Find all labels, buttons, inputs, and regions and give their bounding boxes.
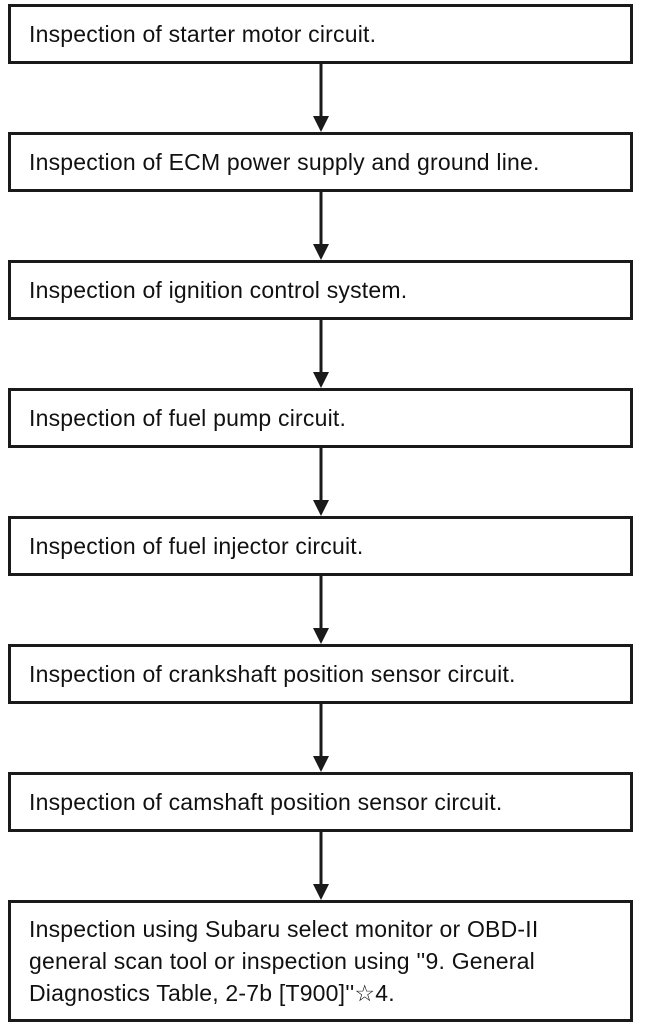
arrow-head-icon xyxy=(312,756,329,772)
arrow-head-icon xyxy=(312,244,329,260)
arrow-head-icon xyxy=(312,116,329,132)
down-arrow-connector xyxy=(8,832,633,900)
down-arrow-connector xyxy=(8,576,633,644)
arrow-line xyxy=(319,704,322,758)
flowchart-step-box: Inspection using Subaru select monitor o… xyxy=(8,900,633,1022)
flowchart-step: Inspection of fuel injector circuit. xyxy=(0,516,656,644)
arrow-line xyxy=(319,832,322,886)
down-arrow-connector xyxy=(8,192,633,260)
flowchart-step-box: Inspection of crankshaft position sensor… xyxy=(8,644,633,704)
flowchart-step: Inspection of camshaft position sensor c… xyxy=(0,772,656,900)
flowchart-step-box: Inspection of ignition control system. xyxy=(8,260,633,320)
arrow-head-icon xyxy=(312,372,329,388)
arrow-head-icon xyxy=(312,884,329,900)
flowchart-step-label: Inspection of crankshaft position sensor… xyxy=(29,661,516,687)
down-arrow-connector xyxy=(8,448,633,516)
arrow-line xyxy=(319,448,322,502)
flowchart-step-label: Inspection of starter motor circuit. xyxy=(29,21,377,47)
flowchart-step: Inspection of ECM power supply and groun… xyxy=(0,132,656,260)
flowchart-step-box: Inspection of fuel pump circuit. xyxy=(8,388,633,448)
down-arrow-connector xyxy=(8,64,633,132)
arrow-line xyxy=(319,320,322,374)
flowchart-step-box: Inspection of camshaft position sensor c… xyxy=(8,772,633,832)
flowchart-step-label: Inspection of fuel injector circuit. xyxy=(29,533,364,559)
flowchart-step-label: Inspection of camshaft position sensor c… xyxy=(29,789,503,815)
down-arrow-connector xyxy=(8,704,633,772)
flowchart-step-label: Inspection of fuel pump circuit. xyxy=(29,405,347,431)
flowchart-step-label: Inspection of ignition control system. xyxy=(29,277,408,303)
arrow-line xyxy=(319,576,322,630)
flowchart-step: Inspection using Subaru select monitor o… xyxy=(0,900,656,1022)
flowchart-step-box: Inspection of ECM power supply and groun… xyxy=(8,132,633,192)
arrow-head-icon xyxy=(312,500,329,516)
flowchart-step: Inspection of starter motor circuit. xyxy=(0,4,656,132)
flowchart-step-label: Inspection using Subaru select monitor o… xyxy=(29,916,539,1006)
down-arrow-connector xyxy=(8,320,633,388)
arrow-head-icon xyxy=(312,628,329,644)
flowchart-step: Inspection of crankshaft position sensor… xyxy=(0,644,656,772)
flowchart-step-box: Inspection of fuel injector circuit. xyxy=(8,516,633,576)
flowchart-step-box: Inspection of starter motor circuit. xyxy=(8,4,633,64)
flowchart-step: Inspection of fuel pump circuit. xyxy=(0,388,656,516)
flowchart-step-label: Inspection of ECM power supply and groun… xyxy=(29,149,540,175)
arrow-line xyxy=(319,64,322,118)
arrow-line xyxy=(319,192,322,246)
flowchart-step: Inspection of ignition control system. xyxy=(0,260,656,388)
